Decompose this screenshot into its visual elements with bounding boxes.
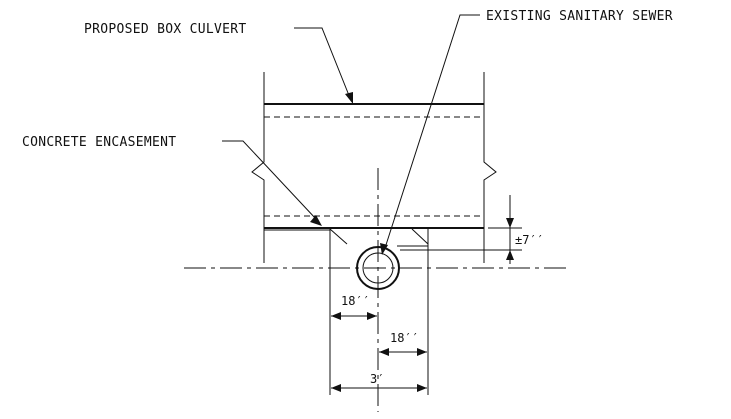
leader-proposed-box-culvert bbox=[294, 27, 353, 104]
dimension-label-vertical-offset: ±7′′ bbox=[515, 233, 544, 247]
dimension-vertical-offset: ±7′′ bbox=[400, 195, 544, 264]
dimension-total-width: 3′ bbox=[331, 372, 427, 392]
dimension-label-right-half-width: 18′′ bbox=[390, 331, 419, 345]
label-proposed-box-culvert: PROPOSED BOX CULVERT bbox=[84, 22, 247, 37]
label-concrete-encasement: CONCRETE ENCASEMENT bbox=[22, 135, 176, 150]
dimension-label-total-width: 3′ bbox=[370, 372, 384, 386]
dimension-right-half-width: 18′′ bbox=[379, 331, 427, 356]
dimension-label-left-half-width: 18′′ bbox=[341, 294, 370, 308]
culvert-right-wall bbox=[483, 72, 497, 263]
label-existing-sanitary-sewer: EXISTING SANITARY SEWER bbox=[486, 9, 673, 24]
culvert-left-wall bbox=[251, 72, 330, 263]
concrete-encasement bbox=[329, 228, 429, 395]
leader-existing-sanitary-sewer bbox=[380, 14, 480, 255]
leader-concrete-encasement bbox=[222, 140, 322, 226]
box-culvert bbox=[251, 72, 497, 263]
dimension-left-half-width: 18′′ bbox=[331, 294, 377, 320]
